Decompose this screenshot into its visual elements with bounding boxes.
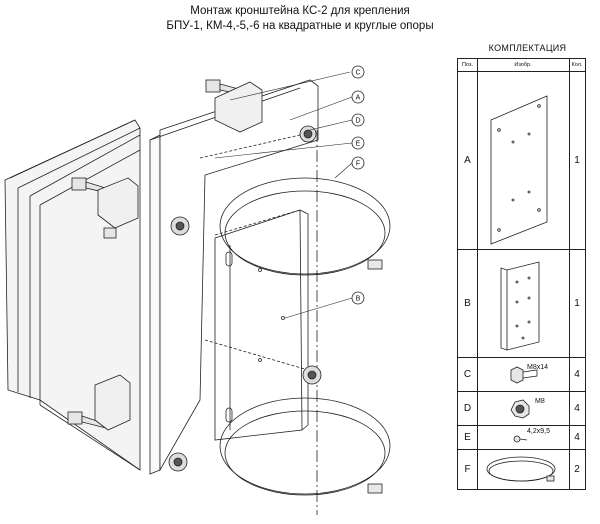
kit-table-header: Поз. Изобр. Кол. xyxy=(458,59,585,71)
nut-d-spec: M8 xyxy=(535,398,545,405)
clamp-bands-f xyxy=(219,177,391,496)
header-image: Изобр. xyxy=(477,59,570,71)
nut-d-image: M8 xyxy=(477,392,570,425)
row-qty: 2 xyxy=(574,464,580,475)
diagram-title-line1: Монтаж кронштейна КС-2 для крепления xyxy=(190,5,410,17)
mounting-plate-b xyxy=(214,209,309,441)
callout-d-label: D xyxy=(355,118,360,125)
callout-c-label: C xyxy=(355,70,360,77)
kit-title: КОМПЛЕКТАЦИЯ xyxy=(488,43,567,53)
row-qty: 4 xyxy=(574,403,580,414)
callout-b-label: B xyxy=(356,296,361,303)
row-qty: 1 xyxy=(574,155,580,166)
row-pos: B xyxy=(458,250,478,357)
plate-b-image xyxy=(477,250,570,357)
kit-row-a: A 1 xyxy=(458,71,585,249)
row-qty: 4 xyxy=(574,369,580,380)
row-pos: A xyxy=(458,72,478,249)
plate-a-image xyxy=(477,72,570,249)
callout-a-label: A xyxy=(356,95,361,102)
row-pos: F xyxy=(458,450,478,489)
kit-row-e: E 4,2x9,5 4 xyxy=(458,425,585,449)
clamp-f-image xyxy=(477,450,570,489)
kit-row-d: D M8 4 xyxy=(458,391,585,425)
row-pos: D xyxy=(458,392,478,425)
kit-row-c: C M8x14 4 xyxy=(458,357,585,391)
row-qty: 4 xyxy=(574,432,580,443)
callout-circles xyxy=(351,65,365,305)
box-lugs xyxy=(94,81,263,431)
kit-row-b: B 1 xyxy=(458,249,585,357)
callout-leaders xyxy=(214,71,353,319)
header-qty: Кол. xyxy=(571,62,583,68)
kit-table: Поз. Изобр. Кол. A 1 B xyxy=(457,58,586,490)
assembly-drawing: C A D E F B xyxy=(4,65,391,515)
bolt-c-image: M8x14 xyxy=(477,358,570,391)
row-pos: E xyxy=(458,426,478,449)
header-pos: Поз. xyxy=(458,59,478,71)
callout-f-label: F xyxy=(356,161,360,168)
screw-e-spec: 4,2x9,5 xyxy=(527,428,550,435)
fastener-axes xyxy=(199,134,316,373)
callout-e-label: E xyxy=(356,141,361,148)
row-pos: C xyxy=(458,358,478,391)
screw-e-image: 4,2x9,5 xyxy=(477,426,570,449)
kit-row-f: F 2 xyxy=(458,449,585,489)
nuts-d xyxy=(168,125,322,472)
row-qty: 1 xyxy=(574,298,580,309)
diagram-title-line2: БПУ-1, КМ-4,-5,-6 на квадратные и круглы… xyxy=(166,20,434,32)
bolt-c-spec: M8x14 xyxy=(527,364,549,371)
